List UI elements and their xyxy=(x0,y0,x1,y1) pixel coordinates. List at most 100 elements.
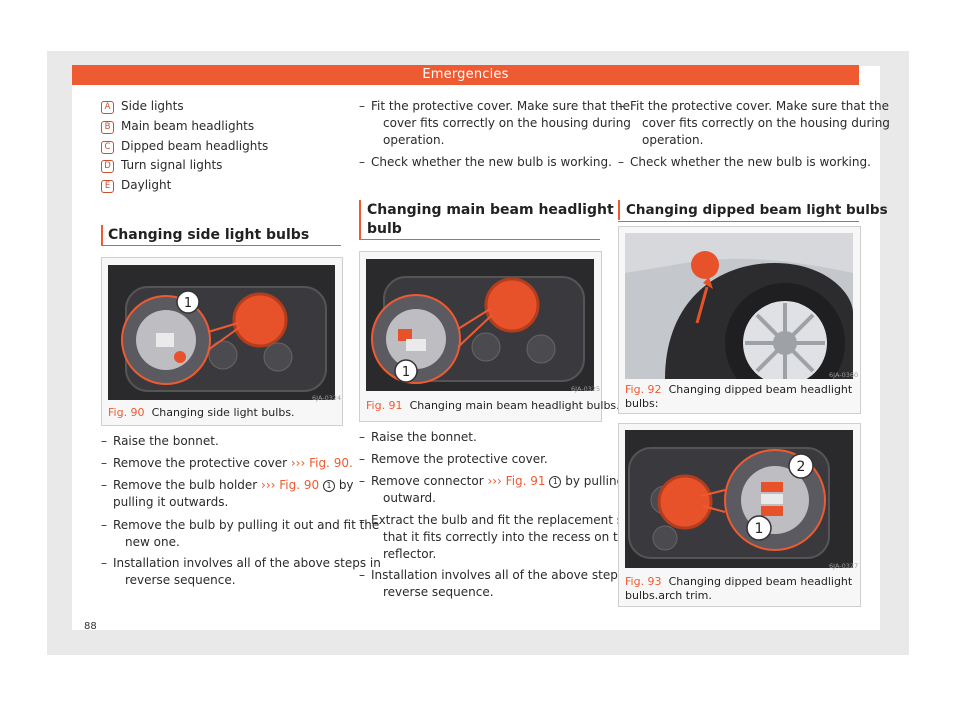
step-dash: – xyxy=(101,456,107,470)
main-beam-photo: 1 xyxy=(366,259,594,391)
legend-label: Dipped beam headlights xyxy=(121,139,269,153)
section-heading-side-lights: Changing side light bulbs xyxy=(108,227,310,243)
figure-label: Fig. 90 xyxy=(108,406,145,419)
figure-caption: Fig. 93 Changing dipped beam headlight xyxy=(625,575,852,589)
figure-reference-link[interactable]: Fig. 91 xyxy=(505,474,546,488)
step-dash: – xyxy=(101,434,107,448)
figure-caption: Fig. 90 Changing side light bulbs. xyxy=(108,406,295,420)
figure-label: Fig. 92 xyxy=(625,383,662,396)
section-heading-main-beam-cont: bulb xyxy=(367,221,402,237)
step-text: Fit the protective cover. Make sure that… xyxy=(630,99,889,113)
page-number: 88 xyxy=(84,621,97,632)
step-text: Remove the protective cover. xyxy=(371,452,548,466)
figure-caption-text: bulbs: xyxy=(625,397,659,410)
figure-caption: Fig. 92 Changing dipped beam headlight xyxy=(625,383,852,397)
legend-badge: D xyxy=(101,160,114,173)
step-text: operation. xyxy=(383,133,445,147)
step-text: cover fits correctly on the housing duri… xyxy=(642,116,890,130)
legend-badge: A xyxy=(101,101,114,114)
svg-text:2: 2 xyxy=(797,459,806,475)
step-text: Remove the protective cover ››› Fig. 90. xyxy=(113,456,353,470)
step-dash: – xyxy=(359,452,365,466)
figure-caption-text: bulbs.arch trim. xyxy=(625,589,712,602)
figure-91: 1 6JA-0325 Fig. 91 Changing main beam he… xyxy=(359,251,620,422)
legend-badge: E xyxy=(101,180,114,193)
figure-code: 6JA-0324 xyxy=(312,394,342,402)
section-heading-main-beam: Changing main beam headlight xyxy=(367,202,614,218)
legend-label: Turn signal lights xyxy=(121,158,223,172)
step-text: reflector. xyxy=(383,547,437,561)
figure-caption-text: Changing dipped beam headlight xyxy=(668,575,853,588)
step-dash: – xyxy=(618,155,624,169)
heading-accent-bar xyxy=(359,200,361,240)
cross-ref-arrow: ››› xyxy=(290,456,306,470)
step-text: new one. xyxy=(125,535,180,549)
step-text: Fit the protective cover. Make sure that… xyxy=(371,99,630,113)
svg-text:1: 1 xyxy=(184,296,192,311)
figure-code: 6JA-0360 xyxy=(829,371,859,379)
heading-rule xyxy=(101,245,341,246)
cross-ref-arrow: ››› xyxy=(261,478,276,492)
figure-reference-link[interactable]: Fig. 90 xyxy=(309,456,349,470)
step-dash: – xyxy=(359,155,365,169)
headlamp-illustration: 2 1 xyxy=(625,430,853,568)
step-text: Installation involves all of the above s… xyxy=(371,568,639,582)
svg-text:1: 1 xyxy=(755,521,764,537)
step-text: Remove connector ››› Fig. 91 1 by pullin… xyxy=(371,474,625,488)
step-text: Raise the bonnet. xyxy=(113,434,219,448)
figure-93: 2 1 6JA-0327 Fig. 93 Changing dipped bea… xyxy=(618,423,861,607)
step-dash: – xyxy=(101,478,107,492)
step-dash: – xyxy=(359,99,365,113)
figure-code: 6JA-0327 xyxy=(829,562,859,570)
cross-ref-arrow: ››› xyxy=(487,474,502,488)
callout-number: 1 xyxy=(323,480,335,492)
figure-90: 1 6JA-0324 Fig. 90 Changing side light b… xyxy=(101,257,343,426)
step-text: Extract the bulb and fit the replacement… xyxy=(371,513,631,527)
headlamp-illustration: 1 xyxy=(108,265,335,400)
step-dash: – xyxy=(359,430,365,444)
legend-badge: C xyxy=(101,141,114,154)
figure-caption: Fig. 91 Changing main beam headlight bul… xyxy=(366,399,620,413)
step-dash: – xyxy=(101,556,107,570)
step-dash: – xyxy=(618,99,624,113)
headlamp-illustration: 1 xyxy=(366,259,594,391)
step-text: Raise the bonnet. xyxy=(371,430,477,444)
legend-label: Daylight xyxy=(121,178,172,192)
side-light-photo: 1 xyxy=(108,265,335,400)
legend-label: Side lights xyxy=(121,99,184,113)
legend-label: Main beam headlights xyxy=(121,119,255,133)
step-dash: – xyxy=(359,568,365,582)
step-text: operation. xyxy=(642,133,704,147)
heading-accent-bar xyxy=(101,225,103,245)
legend-badge: B xyxy=(101,121,114,134)
figure-92: 6JA-0360 Fig. 92 Changing dipped beam he… xyxy=(618,226,861,414)
wheel-arch-photo xyxy=(625,233,853,379)
section-header: Emergencies xyxy=(72,65,859,85)
figure-caption-text: Changing side light bulbs. xyxy=(151,406,295,419)
step-text: reverse sequence. xyxy=(383,585,494,599)
figure-caption-text: Changing dipped beam headlight xyxy=(668,383,853,396)
step-dash: – xyxy=(359,474,365,488)
step-dash: – xyxy=(101,518,107,532)
figure-label: Fig. 91 xyxy=(366,399,403,412)
step-text: pulling it outwards. xyxy=(113,495,229,509)
step-text: that it fits correctly into the recess o… xyxy=(383,530,633,544)
heading-rule xyxy=(359,239,600,240)
callout-number: 1 xyxy=(549,476,562,488)
step-text: Remove the bulb holder ››› Fig. 90 1 by xyxy=(113,478,354,492)
figure-reference-link[interactable]: Fig. 90 xyxy=(279,478,320,492)
wheel-arch-illustration xyxy=(625,233,853,379)
dipped-beam-photo: 2 1 xyxy=(625,430,853,568)
heading-accent-bar xyxy=(618,200,620,220)
step-text: Installation involves all of the above s… xyxy=(113,556,381,570)
section-heading-dipped-beam: Changing dipped beam light bulbs xyxy=(626,202,888,218)
svg-text:1: 1 xyxy=(402,365,410,380)
step-text: reverse sequence. xyxy=(125,573,236,587)
figure-label: Fig. 93 xyxy=(625,575,662,588)
step-text: Check whether the new bulb is working. xyxy=(371,155,612,169)
figure-code: 6JA-0325 xyxy=(571,385,601,393)
step-text: Remove the bulb by pulling it out and fi… xyxy=(113,518,380,532)
step-text: cover fits correctly on the housing duri… xyxy=(383,116,631,130)
heading-rule xyxy=(618,221,859,222)
step-text: outward. xyxy=(383,491,436,505)
